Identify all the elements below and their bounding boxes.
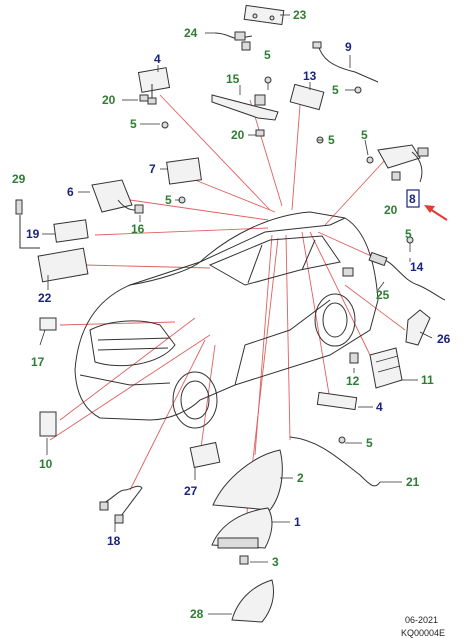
- callout-8: 8: [409, 192, 416, 206]
- callout-25: 25: [376, 288, 390, 302]
- callout-2: 2: [297, 471, 304, 485]
- screws: [161, 76, 414, 444]
- part-20-clip: [139, 94, 149, 102]
- callout-5: 5: [361, 128, 368, 142]
- part-3-screw: [239, 555, 249, 565]
- vehicle-outline: [74, 211, 379, 429]
- diagram-date: 06-2021: [405, 615, 438, 625]
- part-22-bracket: [19, 215, 89, 283]
- parts: [15, 4, 446, 623]
- part-7-module: [166, 157, 202, 185]
- part-11-module: [369, 347, 403, 389]
- callout-7: 7: [149, 162, 156, 176]
- callout-5: 5: [328, 133, 335, 147]
- part-26-module: [405, 309, 431, 346]
- part-21-cable: [289, 436, 381, 487]
- callout-14: 14: [410, 260, 424, 274]
- part-14-cable: [368, 251, 446, 301]
- part-25-clip: [342, 267, 354, 277]
- callout-6: 6: [67, 185, 74, 199]
- part-18-cable: [99, 485, 143, 524]
- callout-18: 18: [107, 534, 121, 548]
- part-29-sensor: [15, 199, 23, 215]
- callout-5: 5: [366, 436, 373, 450]
- part-10-sensor: [39, 411, 57, 437]
- callout-3: 3: [272, 555, 279, 569]
- callout-1: 1: [294, 515, 301, 529]
- callout-23: 23: [293, 8, 307, 22]
- callout-28: 28: [190, 607, 204, 621]
- part-13-module: [289, 83, 325, 111]
- diagram-code: KQ00004E: [401, 628, 445, 638]
- callout-labels: 23 24 9 4 15 5 13 20 5 5 20 5 5 7 29 6 5…: [12, 8, 451, 621]
- part-19-module: [53, 219, 89, 243]
- callout-29: 29: [12, 172, 26, 186]
- callout-20: 20: [384, 203, 398, 217]
- callout-26: 26: [437, 332, 451, 346]
- callout-11: 11: [421, 373, 434, 387]
- callout-16: 16: [131, 222, 145, 236]
- callout-4: 4: [376, 400, 383, 414]
- callout-5: 5: [264, 48, 271, 62]
- callout-17: 17: [31, 355, 45, 369]
- callout-24: 24: [184, 26, 198, 40]
- callout-ticks: [39, 14, 433, 615]
- callout-20: 20: [102, 93, 116, 107]
- callout-27: 27: [184, 484, 198, 498]
- callout-10: 10: [39, 457, 53, 471]
- part-15-sensor-bar: [211, 94, 279, 121]
- callout-19: 19: [26, 227, 40, 241]
- part-1-antenna-base: [211, 507, 273, 549]
- part-2-antenna-cover: [212, 449, 283, 511]
- callout-12: 12: [346, 374, 360, 388]
- part-4-module-lower: [316, 391, 358, 411]
- part-27-module: [189, 441, 221, 469]
- part-6-control-module: [91, 179, 144, 214]
- part-9-cable: [312, 41, 379, 83]
- callout-9: 9: [345, 40, 352, 54]
- part-23-bracket: [243, 4, 285, 26]
- callout-4: 4: [154, 52, 161, 66]
- part-4-module: [137, 67, 171, 105]
- callout-15: 15: [226, 72, 240, 86]
- part-20-clip: [255, 129, 265, 137]
- leader-lines: [49, 94, 406, 531]
- part-17-sensor: [39, 317, 57, 331]
- callout-8-box: [406, 189, 420, 208]
- callout-5: 5: [130, 117, 137, 131]
- callout-20: 20: [231, 128, 245, 142]
- part-8-antenna-amplifier: [377, 144, 429, 183]
- callout-22: 22: [38, 291, 52, 305]
- part-28-antenna-cover: [231, 579, 275, 623]
- callout-5: 5: [332, 83, 339, 97]
- callout-21: 21: [406, 475, 420, 489]
- callout-13: 13: [303, 69, 317, 83]
- callout-5: 5: [165, 193, 172, 207]
- part-12-screw: [349, 352, 359, 364]
- part-24-harness: [214, 31, 253, 51]
- red-arrow-icon: [424, 205, 448, 221]
- callout-5: 5: [405, 227, 412, 241]
